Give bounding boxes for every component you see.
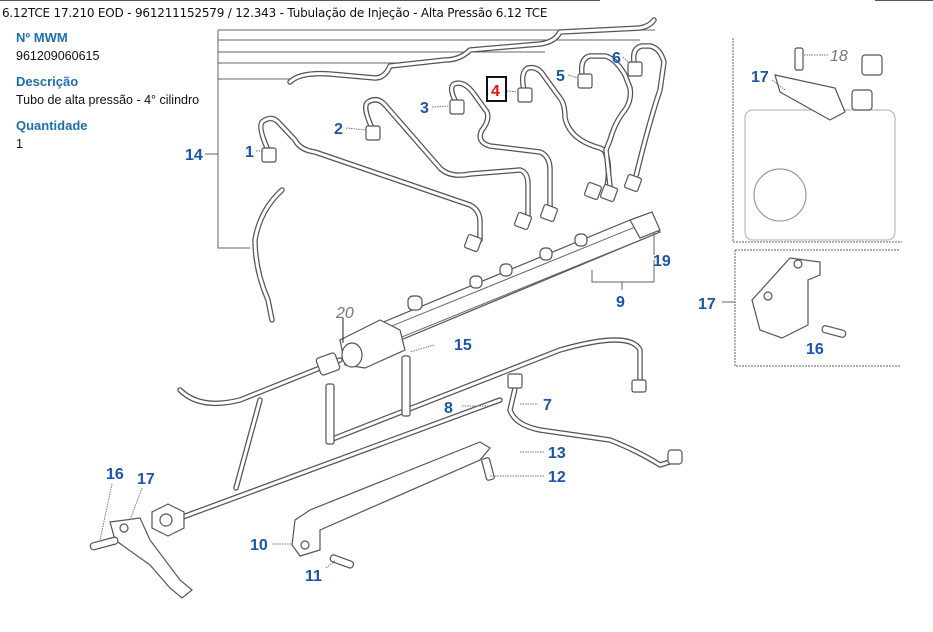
- callout-15[interactable]: 15: [454, 337, 472, 354]
- description-label: Descrição: [16, 74, 79, 89]
- mwm-value: 961209060615: [16, 49, 100, 63]
- callout-7[interactable]: 7: [543, 397, 552, 414]
- hose: [252, 187, 285, 323]
- leak-off-line: [177, 352, 343, 491]
- callout-16-inset[interactable]: 16: [806, 341, 824, 358]
- bracket-17-left: [89, 517, 193, 599]
- callout-20[interactable]: 20: [335, 305, 354, 322]
- pipe-5: [577, 53, 634, 203]
- mwm-label: Nº MWM: [16, 30, 68, 45]
- return-line: [287, 17, 657, 85]
- callout-11[interactable]: 11: [305, 568, 322, 585]
- description-value: Tubo de alta pressão - 4° cilindro: [16, 93, 200, 107]
- pipe-7: [507, 373, 683, 468]
- fuel-rail: [338, 211, 662, 369]
- callout-16-left[interactable]: 16: [106, 466, 124, 483]
- callout-17-left[interactable]: 17: [137, 471, 155, 488]
- callout-14[interactable]: 14: [185, 147, 203, 164]
- callout-6[interactable]: 6: [612, 50, 621, 67]
- callout-17-inset-top[interactable]: 17: [751, 69, 769, 86]
- header-divider: [0, 0, 600, 1]
- callout-3[interactable]: 3: [420, 100, 429, 117]
- callout-12[interactable]: 12: [548, 469, 566, 486]
- inset-bottom: [722, 249, 900, 367]
- rod-assembly: [151, 337, 647, 537]
- pipe-3: [448, 80, 559, 223]
- callout-9[interactable]: 9: [616, 294, 625, 311]
- callout-10[interactable]: 10: [250, 537, 268, 554]
- header-divider-right: [875, 0, 933, 1]
- pipe-2: [363, 97, 533, 231]
- callout-4-selected[interactable]: 4: [491, 83, 500, 100]
- leader-lines: [99, 54, 828, 569]
- pipe-6: [623, 43, 667, 193]
- pipe-1: [258, 115, 483, 253]
- quantity-label: Quantidade: [16, 118, 88, 133]
- callout-17-inset-bottom[interactable]: 17: [698, 296, 716, 313]
- inset-top: [732, 38, 902, 243]
- callout-8[interactable]: 8: [444, 400, 453, 417]
- quantity-value: 1: [16, 137, 23, 151]
- callout-13[interactable]: 13: [548, 445, 566, 462]
- bracket-9-19: [591, 260, 655, 283]
- page-title: 6.12TCE 17.210 EOD - 961211152579 / 12.3…: [2, 6, 548, 20]
- callout-19[interactable]: 19: [653, 253, 671, 270]
- callout-1[interactable]: 1: [245, 144, 254, 161]
- callout-5[interactable]: 5: [556, 68, 565, 85]
- part-info-panel: Nº MWM 961209060615 Descrição Tubo de al…: [16, 30, 216, 162]
- callout-18[interactable]: 18: [830, 48, 848, 65]
- bracket-10: [291, 441, 495, 569]
- pipe-4-selected[interactable]: [517, 64, 612, 201]
- callout-2[interactable]: 2: [334, 121, 343, 138]
- selected-callout-box: [486, 76, 507, 102]
